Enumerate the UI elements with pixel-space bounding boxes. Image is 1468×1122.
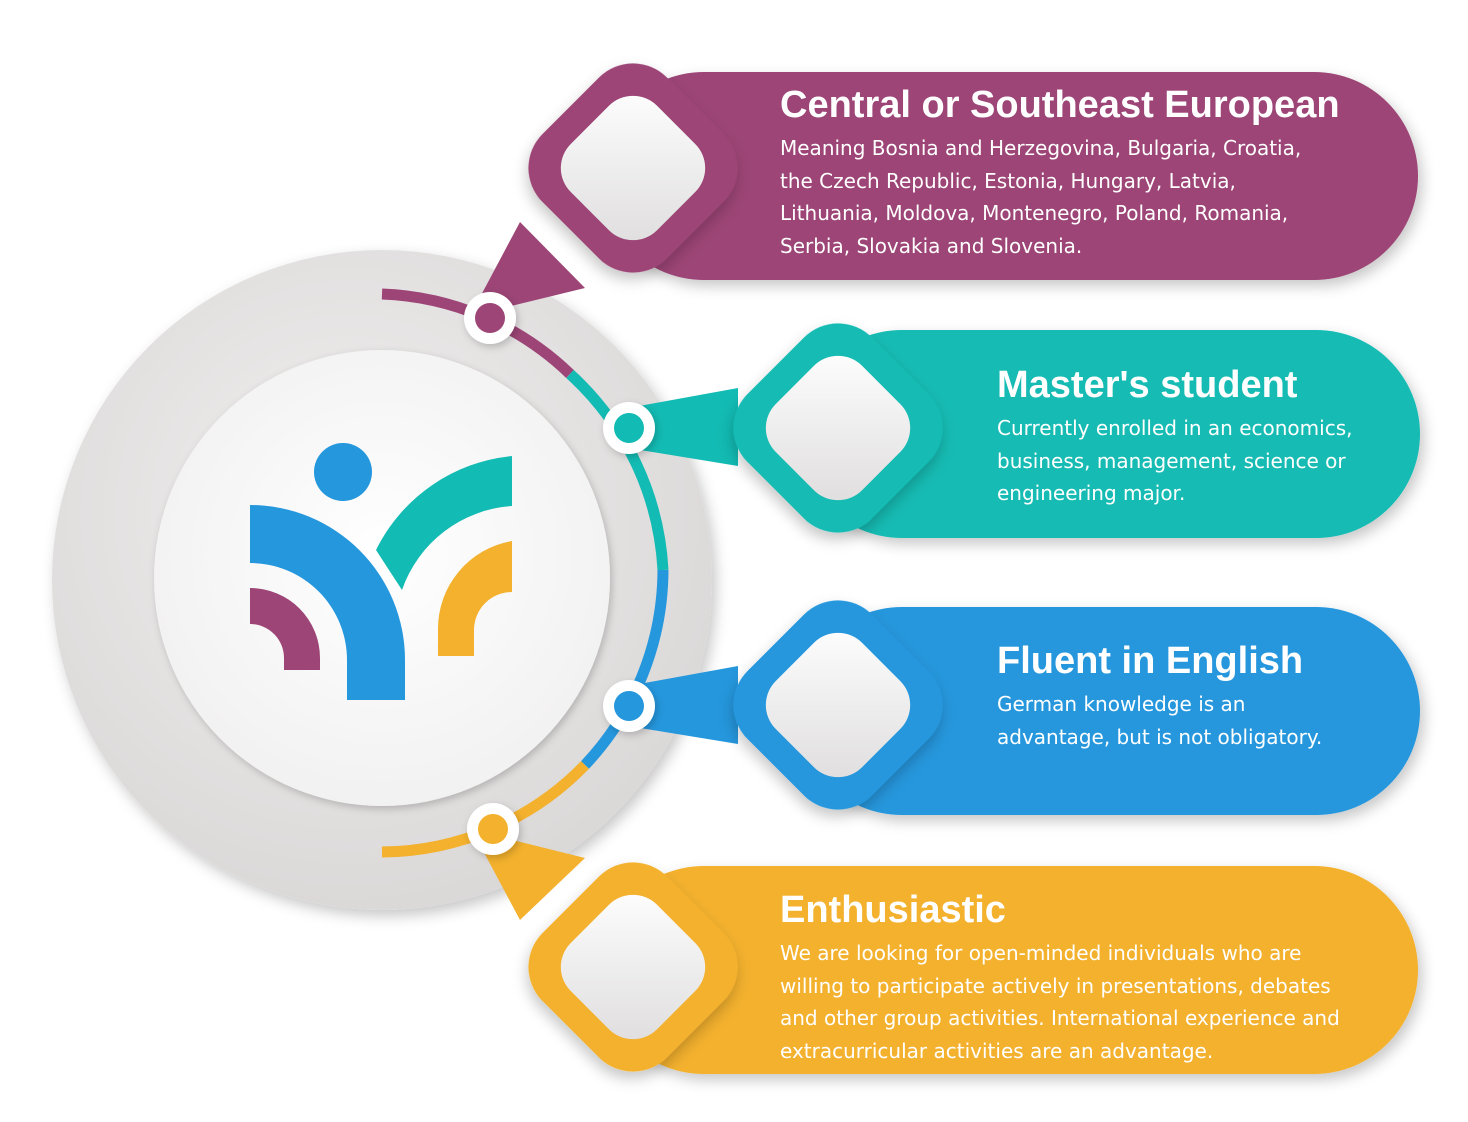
item-1-banner	[600, 72, 1418, 280]
item-4-banner	[600, 866, 1418, 1074]
item-4-description: We are looking for open-minded individua…	[780, 941, 1340, 1063]
item-1-connector	[470, 222, 585, 316]
item-2-group	[603, 323, 1420, 538]
item-1-text: Central or Southeast European Meaning Bo…	[780, 82, 1392, 262]
item-2-connector	[628, 388, 738, 466]
item-2-description: Currently enrolled in an economics, busi…	[997, 416, 1353, 505]
logo-teal-leaf	[376, 456, 512, 590]
item-3-text: Fluent in English German knowledge is an…	[997, 638, 1427, 753]
logo-blue-arc	[250, 505, 405, 700]
logo-blue-head	[314, 443, 372, 501]
item-1-title: Central or Southeast European	[780, 84, 1340, 126]
item-1-diamond	[560, 95, 706, 241]
item-1-group	[464, 63, 1418, 344]
logo-yellow-arc	[437, 541, 512, 656]
arc-segment-teal	[566, 369, 669, 571]
item-4-diamond	[560, 894, 706, 1040]
item-4-title: Enthusiastic	[780, 889, 1006, 931]
item-4-group	[467, 803, 1418, 1074]
item-3-title: Fluent in English	[997, 640, 1304, 682]
item-1-description: Meaning Bosnia and Herzegovina, Bulgaria…	[780, 136, 1302, 258]
item-1-node-dot	[475, 303, 505, 333]
arc-segment-blue	[580, 569, 669, 769]
item-3-banner	[798, 607, 1420, 815]
item-4-text: Enthusiastic We are looking for open-min…	[780, 887, 1420, 1067]
item-3-diamond	[765, 632, 911, 778]
item-3-group	[603, 600, 1420, 815]
item-3-connector	[628, 666, 738, 744]
item-2-title: Master's student	[997, 364, 1298, 406]
item-3-node-dot	[614, 691, 644, 721]
item-2-node-dot	[614, 413, 644, 443]
item-3-description: German knowledge is an advantage, but is…	[997, 692, 1323, 749]
inner-disc	[154, 350, 610, 806]
logo	[250, 443, 512, 700]
item-4-node-dot	[478, 814, 508, 844]
item-2-text: Master's student Currently enrolled in a…	[997, 362, 1427, 510]
item-2-diamond	[765, 355, 911, 501]
logo-purple-arc	[250, 588, 320, 670]
item-2-banner	[798, 330, 1420, 538]
